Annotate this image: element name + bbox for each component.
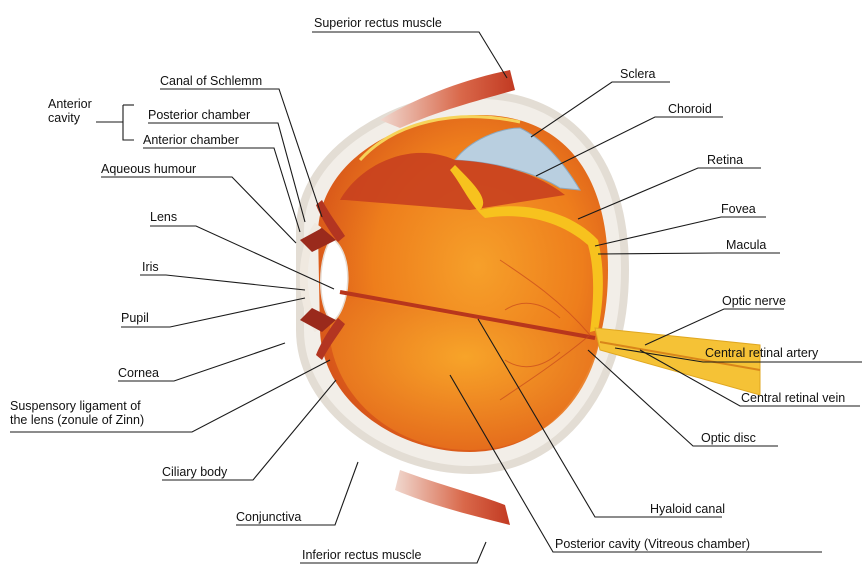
label-inferior-rectus-muscle: Inferior rectus muscle (302, 548, 422, 562)
label-fovea: Fovea (721, 202, 756, 216)
label-macula: Macula (726, 238, 766, 252)
label-lens: Lens (150, 210, 177, 224)
label-aqueous-humour: Aqueous humour (101, 162, 196, 176)
label-optic-disc: Optic disc (701, 431, 756, 445)
label-cornea: Cornea (118, 366, 159, 380)
label-optic-nerve: Optic nerve (722, 294, 786, 308)
eyeball (300, 70, 760, 525)
label-pupil: Pupil (121, 311, 149, 325)
label-hyaloid-canal: Hyaloid canal (650, 502, 725, 516)
label-iris: Iris (142, 260, 159, 274)
label-canal-of-schlemm: Canal of Schlemm (160, 74, 262, 88)
label-anterior-chamber: Anterior chamber (143, 133, 239, 147)
inferior-rectus-shape (395, 470, 510, 525)
label-central-retinal-vein: Central retinal vein (741, 391, 845, 405)
label-posterior-chamber: Posterior chamber (148, 108, 250, 122)
label-posterior-cavity: Posterior cavity (Vitreous chamber) (555, 537, 750, 551)
label-central-retinal-artery: Central retinal artery (705, 346, 819, 360)
label-choroid: Choroid (668, 102, 712, 116)
label-superior-rectus-muscle: Superior rectus muscle (314, 16, 442, 30)
label-conjunctiva: Conjunctiva (236, 510, 301, 524)
label-sclera: Sclera (620, 67, 655, 81)
label-ciliary-body: Ciliary body (162, 465, 228, 479)
label-retina: Retina (707, 153, 743, 167)
